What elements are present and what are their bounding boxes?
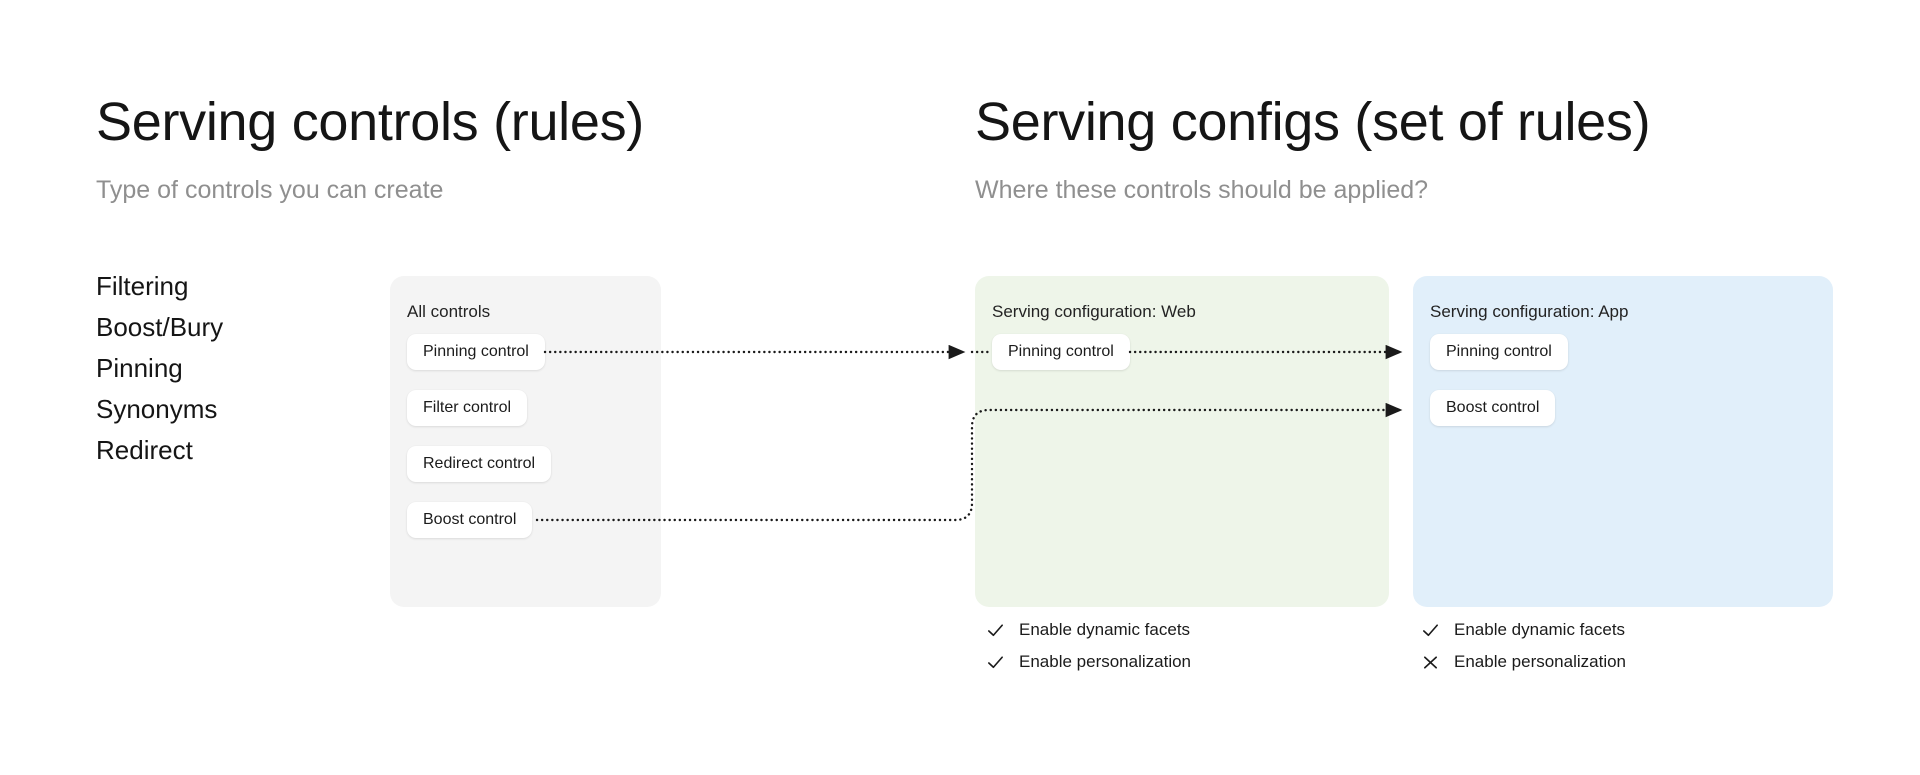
- control-pill-boost[interactable]: Boost control: [1430, 390, 1556, 426]
- control-type-item: Redirect: [96, 435, 193, 465]
- panel-serving-config-app: Serving configuration: App Pinning contr…: [1413, 276, 1833, 607]
- right-section-subtitle: Where these controls should be applied?: [975, 176, 1429, 204]
- control-pill-pinning[interactable]: Pinning control: [407, 334, 545, 370]
- option-label: Enable dynamic facets: [1454, 620, 1626, 639]
- options-serving-config-web: Enable dynamic facets Enable personaliza…: [986, 619, 1191, 673]
- control-type-item: Synonyms: [96, 394, 218, 424]
- check-icon: [1423, 623, 1438, 636]
- control-pill-filter[interactable]: Filter control: [407, 390, 528, 426]
- panel-all-controls-label: All controls: [407, 302, 491, 321]
- option-row[interactable]: Enable dynamic facets: [986, 619, 1191, 641]
- control-type-item: Boost/Bury: [96, 312, 224, 342]
- option-row[interactable]: Enable personalization: [986, 651, 1191, 673]
- option-label: Enable personalization: [1019, 652, 1192, 671]
- control-type-item: Pinning: [96, 353, 183, 383]
- check-icon: [988, 623, 1003, 636]
- control-types-list: Filtering Boost/Bury Pinning Synonyms Re…: [96, 270, 223, 467]
- check-icon: [988, 655, 1003, 668]
- control-pill-boost[interactable]: Boost control: [407, 502, 533, 538]
- panel-serving-config-web: Serving configuration: Web Pinning contr…: [975, 276, 1389, 607]
- control-pill-pinning[interactable]: Pinning control: [1430, 334, 1568, 370]
- option-label: Enable personalization: [1454, 652, 1627, 671]
- option-row[interactable]: Enable dynamic facets: [1421, 619, 1626, 641]
- panel-serving-config-web-label: Serving configuration: Web: [992, 302, 1196, 321]
- control-pill-pinning[interactable]: Pinning control: [992, 334, 1130, 370]
- control-pill-redirect[interactable]: Redirect control: [407, 446, 552, 482]
- panel-all-controls: All controls Pinning control Filter cont…: [390, 276, 661, 607]
- control-type-item: Filtering: [96, 271, 189, 301]
- panel-serving-config-app-label: Serving configuration: App: [1430, 302, 1629, 321]
- left-section-title: Serving controls (rules): [96, 92, 644, 152]
- right-section-title: Serving configs (set of rules): [975, 92, 1651, 152]
- options-serving-config-app: Enable dynamic facets Enable personaliza…: [1421, 619, 1626, 673]
- option-row[interactable]: Enable personalization: [1421, 651, 1626, 673]
- left-section-subtitle: Type of controls you can create: [96, 176, 444, 204]
- option-label: Enable dynamic facets: [1019, 620, 1191, 639]
- cross-icon: [1423, 655, 1438, 669]
